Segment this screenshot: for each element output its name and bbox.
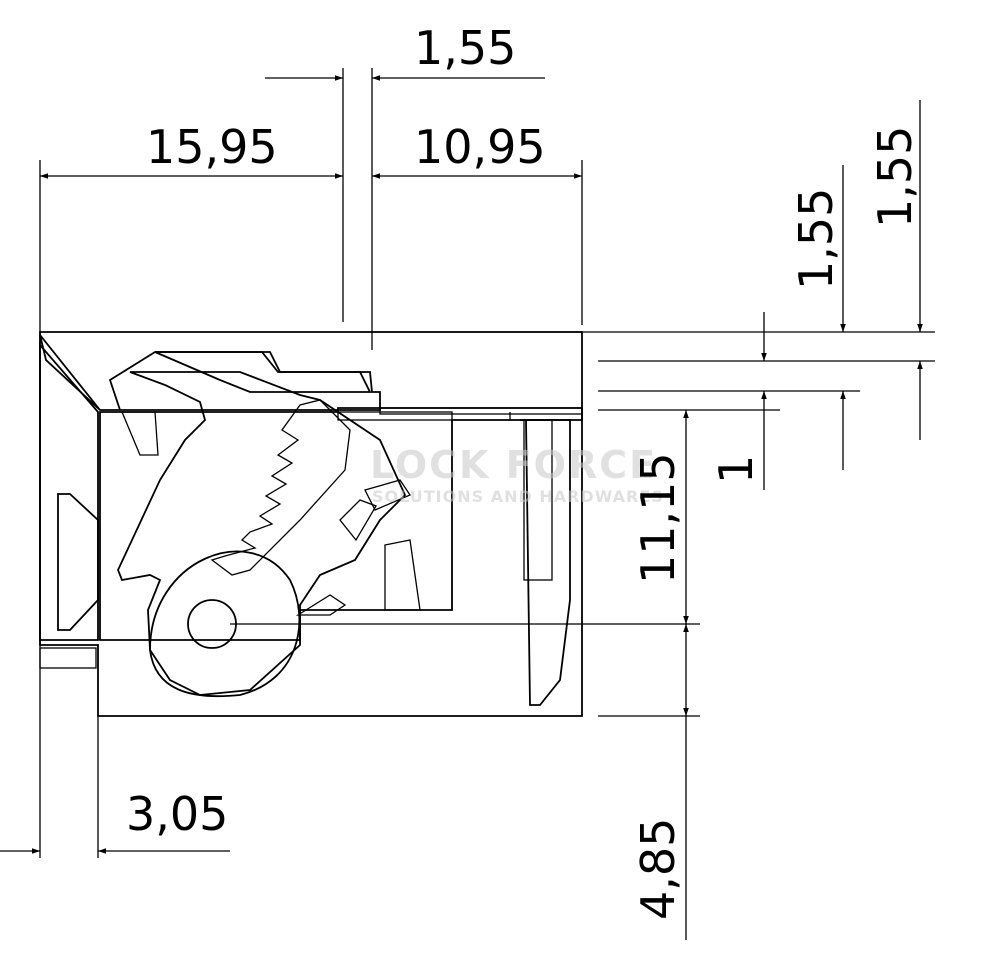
section-body [39,331,583,717]
extension-lines [39,68,935,858]
watermark-title: LOCK FORCE [370,443,657,487]
dim-left-margin: 3,05 [126,787,228,841]
watermark-subtitle: SOLUTIONS AND HARDWARES [372,487,664,506]
dim-step: 1 [709,455,763,484]
dim-right-offset-a: 1,55 [789,188,843,290]
dim-right-offset-b: 1,55 [868,126,922,228]
top-plate [337,407,583,421]
dim-top-gap: 1,55 [414,21,516,75]
dimension-labels: 1,55 15,95 10,95 3,05 1,55 1,55 1 11,15 … [126,21,922,920]
dim-left-width: 15,95 [146,120,278,174]
dim-right-width: 10,95 [414,120,546,174]
dim-bottom-offset: 4,85 [631,818,685,920]
watermark: LOCK FORCE SOLUTIONS AND HARDWARES [370,443,664,506]
latch-hook [117,351,421,698]
dim-height: 11,15 [631,452,685,584]
dimension-lines [0,75,923,940]
